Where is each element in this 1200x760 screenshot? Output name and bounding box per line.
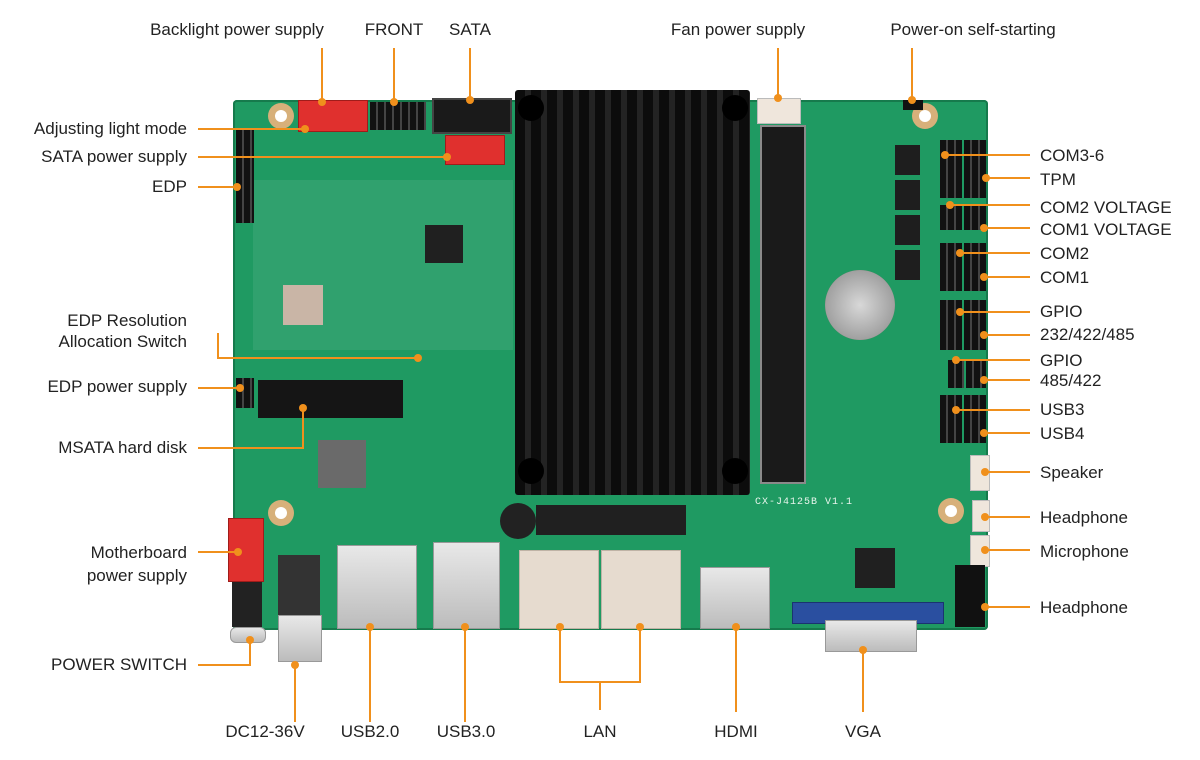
inductor <box>318 440 366 488</box>
com3-6-header <box>940 140 962 198</box>
label-usb2-0: USB2.0 <box>340 722 400 741</box>
label-headphone-2: Headphone <box>1040 598 1128 617</box>
vga-shell <box>825 620 917 652</box>
lan-port-2 <box>601 550 681 629</box>
label-com1: COM1 <box>1040 268 1090 287</box>
power-switch <box>232 582 262 627</box>
com2-voltage-jumper <box>940 205 962 230</box>
label-vga: VGA <box>845 722 881 741</box>
heatsink-screw <box>722 95 748 121</box>
fan-connector <box>757 98 801 124</box>
label-sata: SATA <box>449 20 491 39</box>
label-com1-voltage: COM1 VOLTAGE <box>1040 220 1172 239</box>
gpio-header <box>940 300 962 350</box>
label-tpm: TPM <box>1040 170 1076 189</box>
sata-power-connector <box>445 135 505 165</box>
hdmi-port <box>700 567 770 629</box>
microphone-connector <box>970 535 990 567</box>
label-allocation-switch: Allocation Switch <box>58 332 187 351</box>
label-usb3-0: USB3.0 <box>436 722 496 741</box>
label-dc12-36v: DC12-36V <box>225 722 305 741</box>
label-front: FRONT <box>364 20 424 39</box>
label-sata-power-supply: SATA power supply <box>41 147 187 166</box>
usb3-port <box>433 542 500 629</box>
label-speaker: Speaker <box>1040 463 1104 482</box>
label-232-422-485: 232/422/485 <box>1040 325 1135 344</box>
label-485-422: 485/422 <box>1040 371 1102 390</box>
backlight-connector <box>298 100 368 132</box>
label-lan: LAN <box>583 722 617 741</box>
label-com2: COM2 <box>1040 244 1090 263</box>
label-adjusting-light-mode: Adjusting light mode <box>33 119 187 138</box>
lan-transformer <box>536 505 686 535</box>
label-microphone: Microphone <box>1040 542 1129 561</box>
com2-header <box>940 243 962 291</box>
label-power-on-self-starting: Power-on self-starting <box>890 20 1056 39</box>
chip <box>895 145 920 285</box>
headphone-connector <box>972 500 990 532</box>
chip <box>425 225 463 263</box>
so-dimm-slot <box>760 125 806 484</box>
speaker-connector <box>970 455 990 491</box>
label-usb3: USB3 <box>1040 400 1085 419</box>
buzzer <box>500 503 536 539</box>
usb4-header <box>964 395 986 443</box>
lan-port-1 <box>519 550 599 629</box>
label-gpio-2: GPIO <box>1040 351 1083 370</box>
gpio-jumper <box>948 360 964 388</box>
heatsink-screw <box>518 458 544 484</box>
msata-slot <box>258 380 403 418</box>
label-edp-resolution: EDP Resolution <box>67 311 187 330</box>
com1-voltage-jumper <box>964 205 986 230</box>
sata-connector <box>432 98 512 134</box>
label-com2-voltage: COM2 VOLTAGE <box>1040 198 1172 217</box>
edp-header <box>236 128 254 223</box>
label-usb4: USB4 <box>1040 424 1085 443</box>
chip <box>283 285 323 325</box>
cpu-heatsink <box>515 90 750 495</box>
front-panel-header <box>370 102 426 130</box>
dc-jack-thread <box>278 615 322 662</box>
label-msata-hard-disk: MSATA hard disk <box>58 438 187 457</box>
label-power-switch: POWER SWITCH <box>51 655 187 674</box>
label-backlight-power-supply: Backlight power supply <box>150 20 324 39</box>
usb2-port <box>337 545 417 629</box>
usb3-header <box>940 395 962 443</box>
mounting-hole <box>938 498 964 524</box>
power-switch-cap <box>230 627 266 643</box>
chip <box>855 548 895 588</box>
label-headphone-1: Headphone <box>1040 508 1128 527</box>
label-gpio-1: GPIO <box>1040 302 1083 321</box>
label-hdmi: HDMI <box>714 722 758 741</box>
rs232-422-485-header <box>964 300 986 350</box>
label-edp-power-supply: EDP power supply <box>47 377 187 396</box>
audio-jack <box>955 565 985 627</box>
motherboard-power-connector <box>228 518 264 582</box>
mounting-hole <box>268 103 294 129</box>
label-com3-6: COM3-6 <box>1040 146 1105 165</box>
dc-jack <box>278 555 320 615</box>
edp-power-header <box>236 378 254 408</box>
label-motherboard: Motherboard <box>90 543 187 562</box>
com1-header <box>964 243 986 291</box>
heatsink-screw <box>518 95 544 121</box>
label-power-supply: power supply <box>86 566 187 585</box>
tpm-header <box>964 140 986 198</box>
cmos-battery <box>825 270 895 340</box>
mounting-hole <box>268 500 294 526</box>
heatsink-screw <box>722 458 748 484</box>
label-fan-power-supply: Fan power supply <box>670 20 806 39</box>
rs485-422-jumper <box>966 360 986 388</box>
label-edp: EDP <box>152 177 187 196</box>
power-on-jumper <box>903 100 923 110</box>
board-marking: CX-J4125B V1.1 <box>755 497 854 508</box>
